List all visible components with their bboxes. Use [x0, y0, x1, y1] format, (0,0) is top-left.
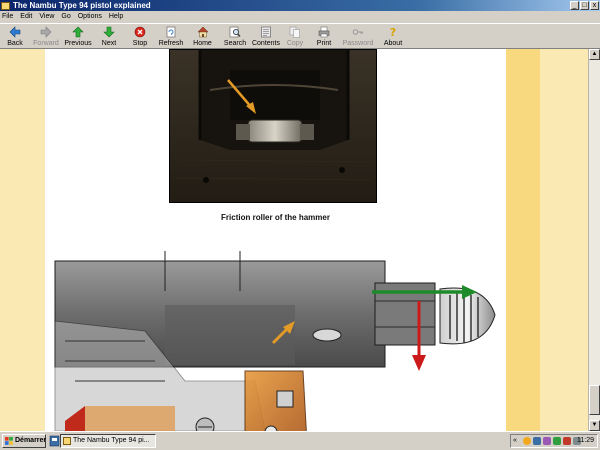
tray-app-icon-3[interactable]: [543, 437, 551, 445]
search-icon: [229, 26, 241, 38]
start-label: Démarrer: [15, 437, 47, 444]
contents-button[interactable]: Contents: [251, 24, 281, 49]
about-icon: ?: [390, 26, 396, 38]
stop-label: Stop: [132, 40, 148, 47]
content-area: Friction roller of the hammer: [0, 49, 600, 431]
vertical-scrollbar[interactable]: ▲ ▼: [588, 49, 600, 431]
print-icon: [318, 26, 330, 38]
home-label: Home: [193, 40, 212, 47]
task-label: The Nambu Type 94 pi...: [73, 437, 150, 444]
tray-app-icon-1[interactable]: [523, 437, 531, 445]
menu-edit[interactable]: Edit: [20, 13, 33, 20]
title-bar: The Nambu Type 94 pistol explained _ □ x: [0, 0, 600, 11]
contents-icon: [261, 26, 271, 38]
forward-arrow-icon: [40, 26, 52, 38]
tray-app-icon-2[interactable]: [533, 437, 541, 445]
right-margin-band: [506, 49, 540, 431]
stop-button[interactable]: Stop: [124, 24, 156, 49]
menu-file[interactable]: File: [2, 13, 14, 20]
tray-app-icon-4[interactable]: [553, 437, 561, 445]
page-body: Friction roller of the hammer: [45, 49, 506, 431]
close-button[interactable]: x: [590, 1, 599, 10]
system-tray: « 11:29: [510, 434, 598, 448]
refresh-icon: [166, 26, 176, 38]
app-icon: [1, 1, 10, 10]
next-button[interactable]: Next: [94, 24, 124, 49]
right-margin: [540, 49, 588, 431]
password-key-icon: [352, 29, 363, 35]
clock: 11:29: [577, 437, 594, 444]
windows-flag-icon: [5, 437, 13, 445]
next-label: Next: [101, 40, 117, 47]
start-button[interactable]: Démarrer: [2, 434, 46, 448]
toolbar: Back Forward Previous Next Stop Refresh …: [0, 23, 600, 49]
copy-button[interactable]: Copy: [281, 24, 309, 49]
about-label: About: [383, 40, 403, 47]
minimize-button[interactable]: _: [570, 1, 579, 10]
password-button[interactable]: Password: [339, 24, 377, 49]
print-button[interactable]: Print: [309, 24, 339, 49]
maximize-button[interactable]: □: [580, 1, 589, 10]
back-button[interactable]: Back: [0, 24, 30, 49]
refresh-button[interactable]: Refresh: [156, 24, 186, 49]
home-button[interactable]: Home: [186, 24, 219, 49]
menu-options[interactable]: Options: [77, 13, 102, 20]
left-margin: [0, 49, 45, 431]
back-arrow-icon: [9, 26, 21, 38]
menu-bar: File Edit View Go Options Help: [0, 11, 600, 22]
menu-go[interactable]: Go: [61, 13, 71, 20]
contents-label: Contents: [251, 40, 281, 47]
about-button[interactable]: ? About: [377, 24, 409, 49]
pistol-mechanism-diagram: [54, 251, 496, 431]
up-arrow-icon: [72, 26, 84, 38]
scroll-up-icon[interactable]: ▲: [589, 49, 600, 60]
window-title: The Nambu Type 94 pistol explained: [13, 1, 151, 10]
help-book-icon: [63, 437, 71, 445]
tray-expand-icon[interactable]: «: [513, 437, 517, 444]
print-label: Print: [316, 40, 332, 47]
back-label: Back: [7, 40, 23, 47]
copy-label: Copy: [286, 40, 304, 47]
refresh-label: Refresh: [158, 40, 184, 47]
photo-caption: Friction roller of the hammer: [221, 213, 330, 222]
forward-label: Forward: [33, 40, 59, 47]
scroll-thumb[interactable]: [589, 385, 600, 415]
tray-volume-icon[interactable]: [573, 437, 581, 445]
previous-label: Previous: [64, 40, 92, 47]
quick-launch-icon[interactable]: [49, 435, 60, 447]
previous-button[interactable]: Previous: [62, 24, 94, 49]
tray-app-icon-5[interactable]: [563, 437, 571, 445]
svg-text:?: ?: [390, 26, 396, 38]
taskbar: Démarrer The Nambu Type 94 pi... « 11:29: [0, 431, 600, 450]
stop-icon: [134, 26, 146, 38]
taskbar-window-button[interactable]: The Nambu Type 94 pi...: [60, 434, 156, 448]
password-label: Password: [342, 40, 374, 47]
scroll-down-icon[interactable]: ▼: [589, 420, 600, 431]
home-icon: [196, 26, 209, 38]
forward-button[interactable]: Forward: [30, 24, 62, 49]
down-arrow-icon: [103, 26, 115, 38]
hammer-roller-photo: [169, 49, 377, 203]
search-button[interactable]: Search: [219, 24, 251, 49]
search-label: Search: [223, 40, 247, 47]
photo-image: [170, 50, 376, 202]
copy-icon: [289, 26, 300, 38]
menu-help[interactable]: Help: [108, 13, 124, 20]
menu-view[interactable]: View: [39, 13, 55, 20]
